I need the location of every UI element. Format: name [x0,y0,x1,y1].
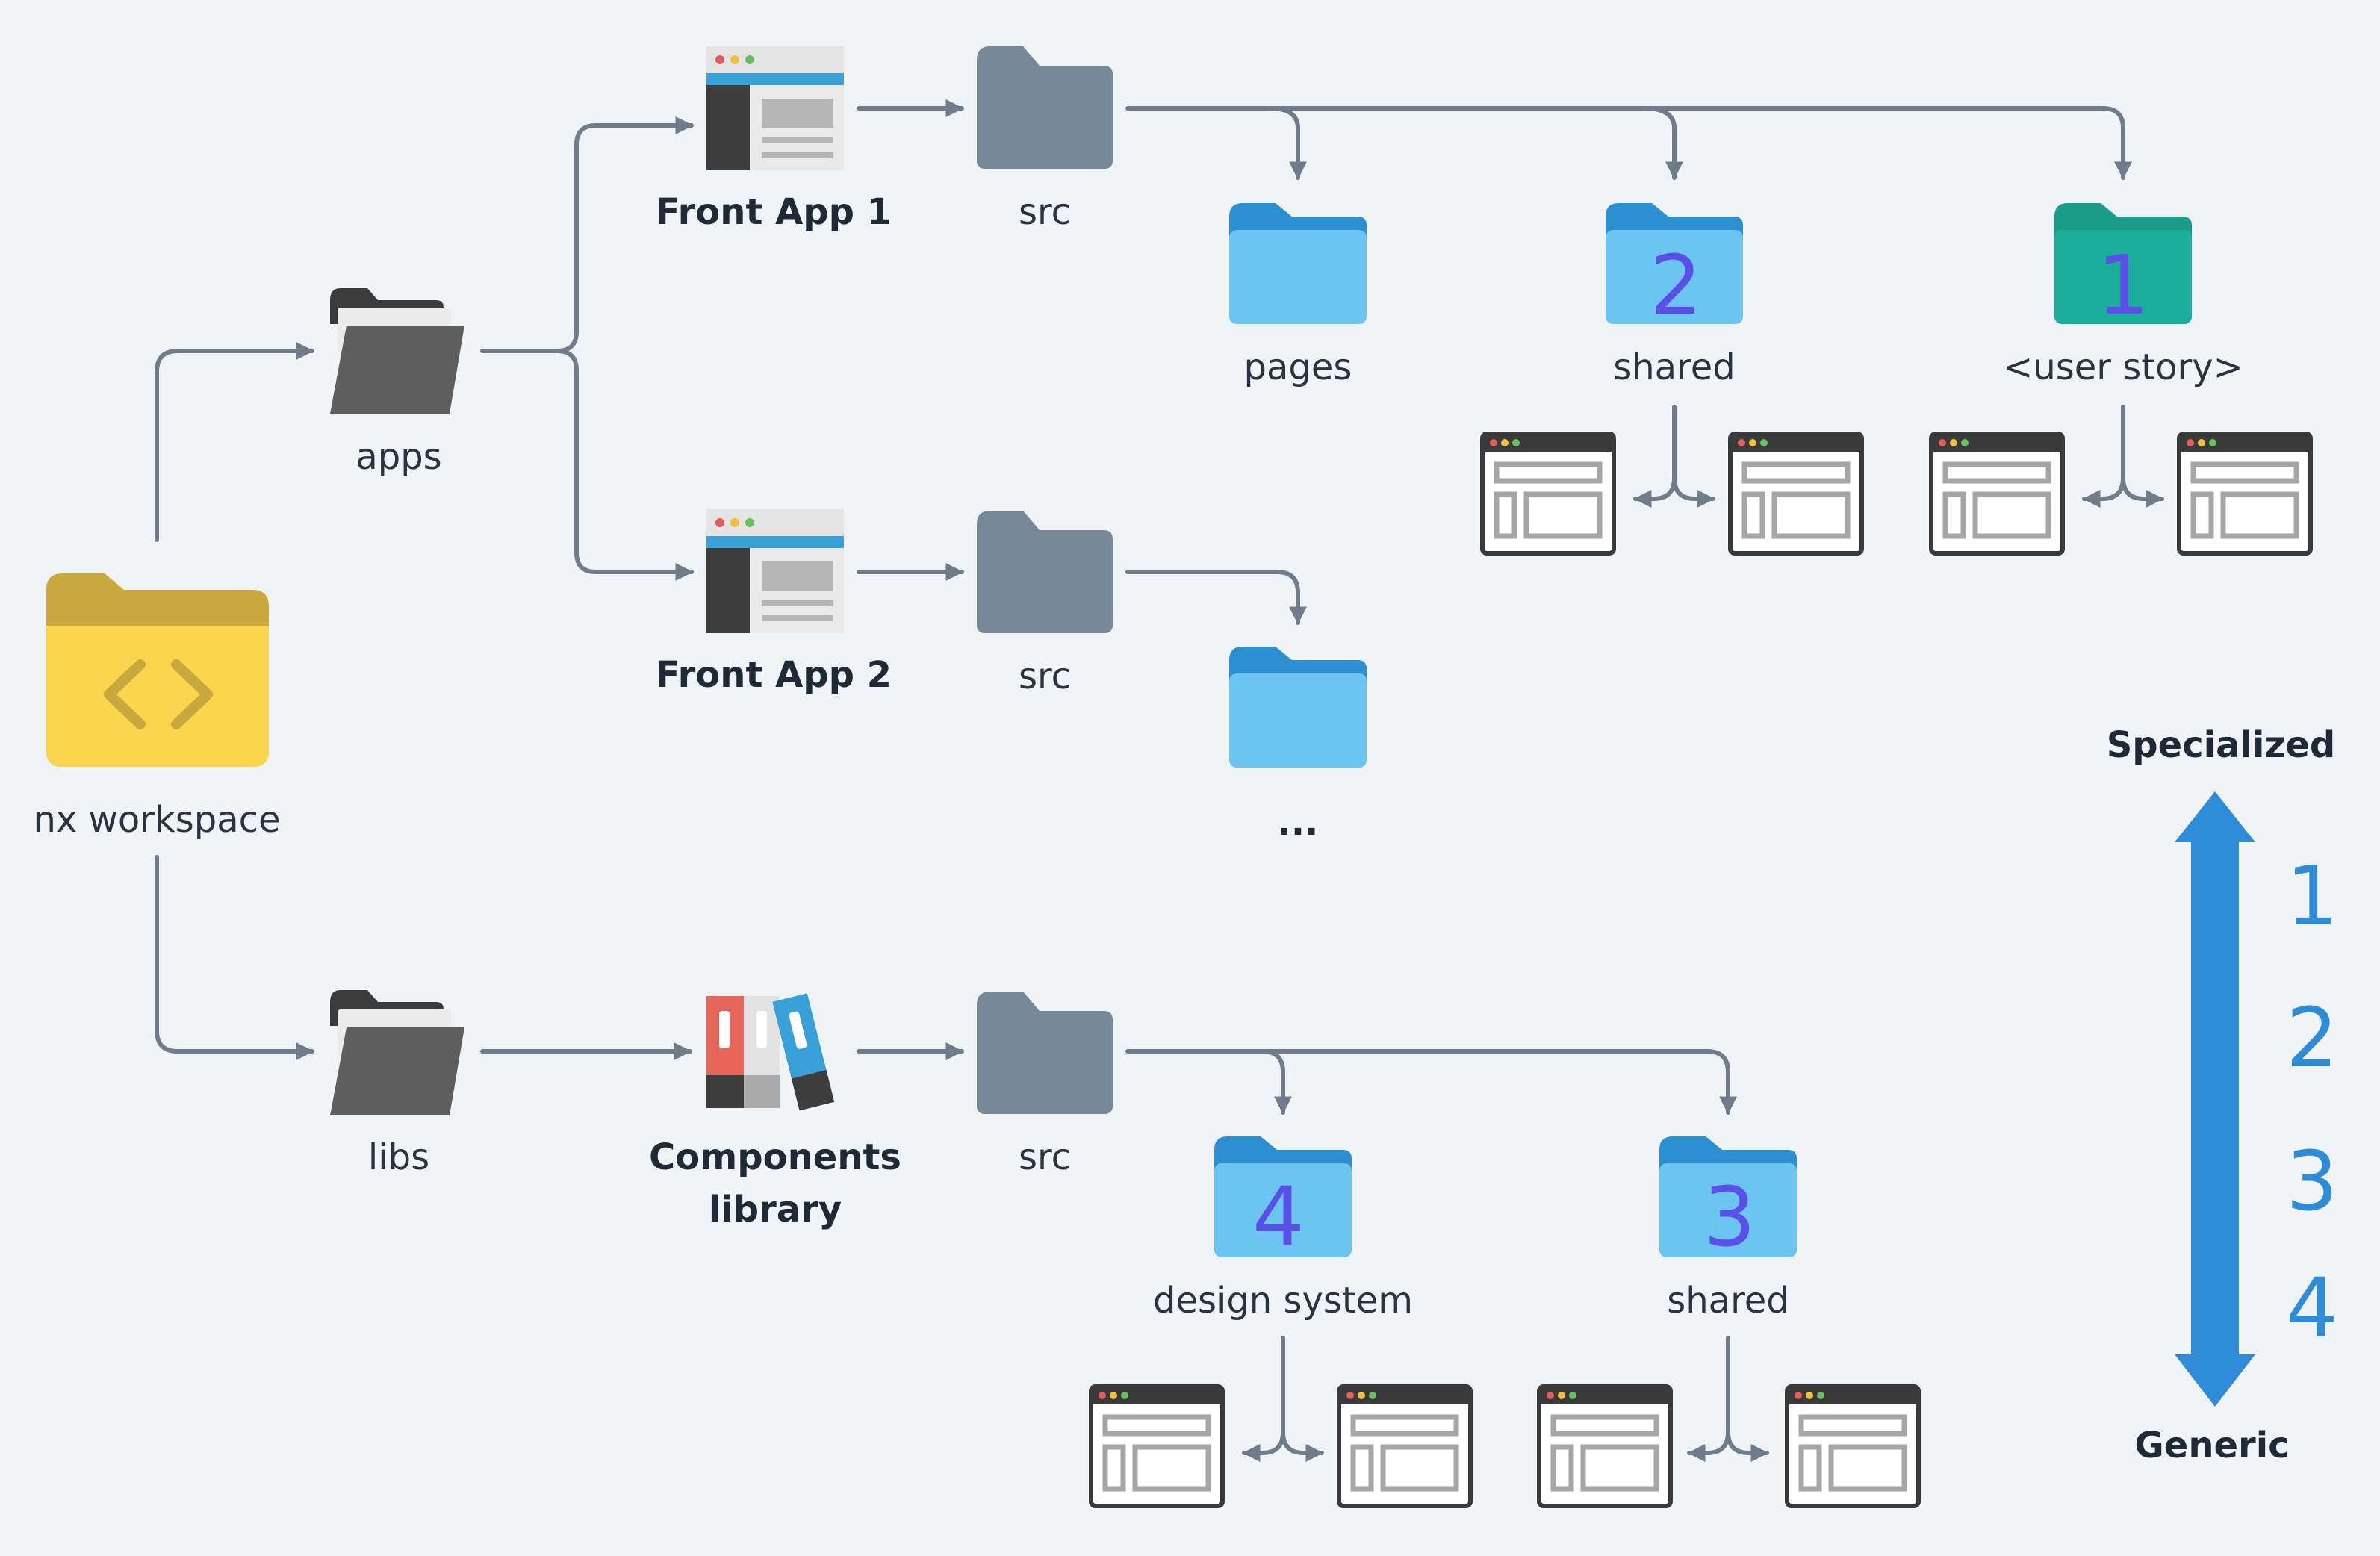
browser-app-icon [706,509,844,633]
connector-apps-frontapp2 [555,349,694,581]
connectors [155,99,2164,1462]
folder-icon: 1 [2054,203,2192,333]
libs-node[interactable]: libs [330,990,464,1178]
folder-icon: 2 [1606,203,1743,333]
level-1-number: 1 [2097,237,2149,333]
connector-libsrc-branches [1125,1049,1737,1115]
level-2-number: 2 [1650,237,1702,333]
ellipsis-label: ... [1278,802,1319,844]
connector-workspace-libs [155,855,314,1060]
nx-workspace-label: nx workspace [33,799,280,841]
double-arrow-icon [2175,791,2255,1407]
folder-icon: 3 [1659,1136,1797,1265]
apps-node[interactable]: apps [330,288,464,478]
scale-bottom-label: Generic [2134,1425,2289,1466]
src-label: src [1019,191,1071,233]
scale-top-label: Specialized [2107,724,2336,766]
level-3-number: 3 [1703,1169,1756,1265]
browser-window-icon[interactable] [1539,1387,1671,1506]
browser-window-icon[interactable] [1339,1387,1470,1506]
components-library-label-line1: Components [649,1136,901,1178]
browser-app-icon [706,46,844,170]
scale-level-4: 4 [2286,1260,2338,1356]
shared-lib-folder-node[interactable]: 3 shared [1659,1136,1797,1322]
scale-level-1: 1 [2286,848,2338,944]
connector-src2-folder [1125,570,1307,625]
nx-workspace-node[interactable]: nx workspace [33,573,281,841]
pages-label: pages [1244,346,1352,388]
open-folder-icon [330,990,464,1115]
src-label: src [1019,656,1071,697]
src-label: src [1019,1136,1071,1178]
connector-apps-frontapps [480,116,694,353]
code-folder-icon [46,573,269,767]
connector-split-shared-lib [1687,1336,1730,1462]
user-story-folder-node[interactable]: 1 <user story> [2003,203,2243,388]
connector-libsrc-design [1260,1049,1292,1115]
books-icon [706,993,835,1111]
scale-level-2: 2 [2286,990,2338,1086]
components-library-node[interactable]: Components library [649,993,901,1230]
shared-label: shared [1613,346,1736,388]
folder-icon [977,992,1113,1114]
connector-src-branches [1125,106,2132,180]
connector-src-shared [1642,106,1683,180]
connector-split-user-story [2082,405,2125,508]
apps-label: apps [355,436,441,478]
connector-src-pages [1267,106,1307,180]
browser-window-icon[interactable] [1730,434,1862,553]
folder-icon [1229,647,1367,768]
specialization-scale: Specialized 1 2 3 4 Generic [2107,724,2338,1466]
front-app-1-label: Front App 1 [656,191,892,233]
connector-workspace-apps [155,342,314,542]
connector-split-design-system [1242,1336,1285,1462]
browser-window-icon[interactable] [1787,1387,1918,1506]
open-folder-icon [330,288,464,414]
level-4-number: 4 [1252,1169,1305,1265]
folder-icon [1229,203,1367,324]
connector-split-shared-app [1633,405,1677,508]
front-app-2-label: Front App 2 [656,654,892,696]
design-system-label: design system [1153,1280,1413,1322]
shared-app-folder-node[interactable]: 2 shared [1606,203,1743,388]
user-story-label: <user story> [2003,346,2243,388]
src-lib-node[interactable]: src [977,992,1113,1178]
design-system-folder-node[interactable]: 4 design system [1153,1136,1413,1322]
shared-label: shared [1667,1280,1789,1322]
pages-folder-node[interactable]: pages [1229,203,1367,388]
src-app2-node[interactable]: src [977,511,1113,697]
folder-icon: 4 [1214,1136,1352,1265]
scale-level-3: 3 [2286,1133,2338,1229]
browser-window-icon[interactable] [1931,434,2063,553]
component-windows [1091,434,2311,1506]
front-app-2-node[interactable]: Front App 2 [656,509,892,696]
browser-window-icon[interactable] [1482,434,1614,553]
folder-icon [977,511,1113,633]
src-app1-node[interactable]: src [977,46,1113,233]
ellipsis-folder-node[interactable]: ... [1229,647,1367,844]
browser-window-icon[interactable] [1091,1387,1222,1506]
libs-label: libs [368,1136,429,1178]
front-app-1-node[interactable]: Front App 1 [656,46,892,233]
folder-icon [977,46,1113,169]
browser-window-icon[interactable] [2179,434,2311,553]
components-library-label-line2: library [709,1189,842,1230]
